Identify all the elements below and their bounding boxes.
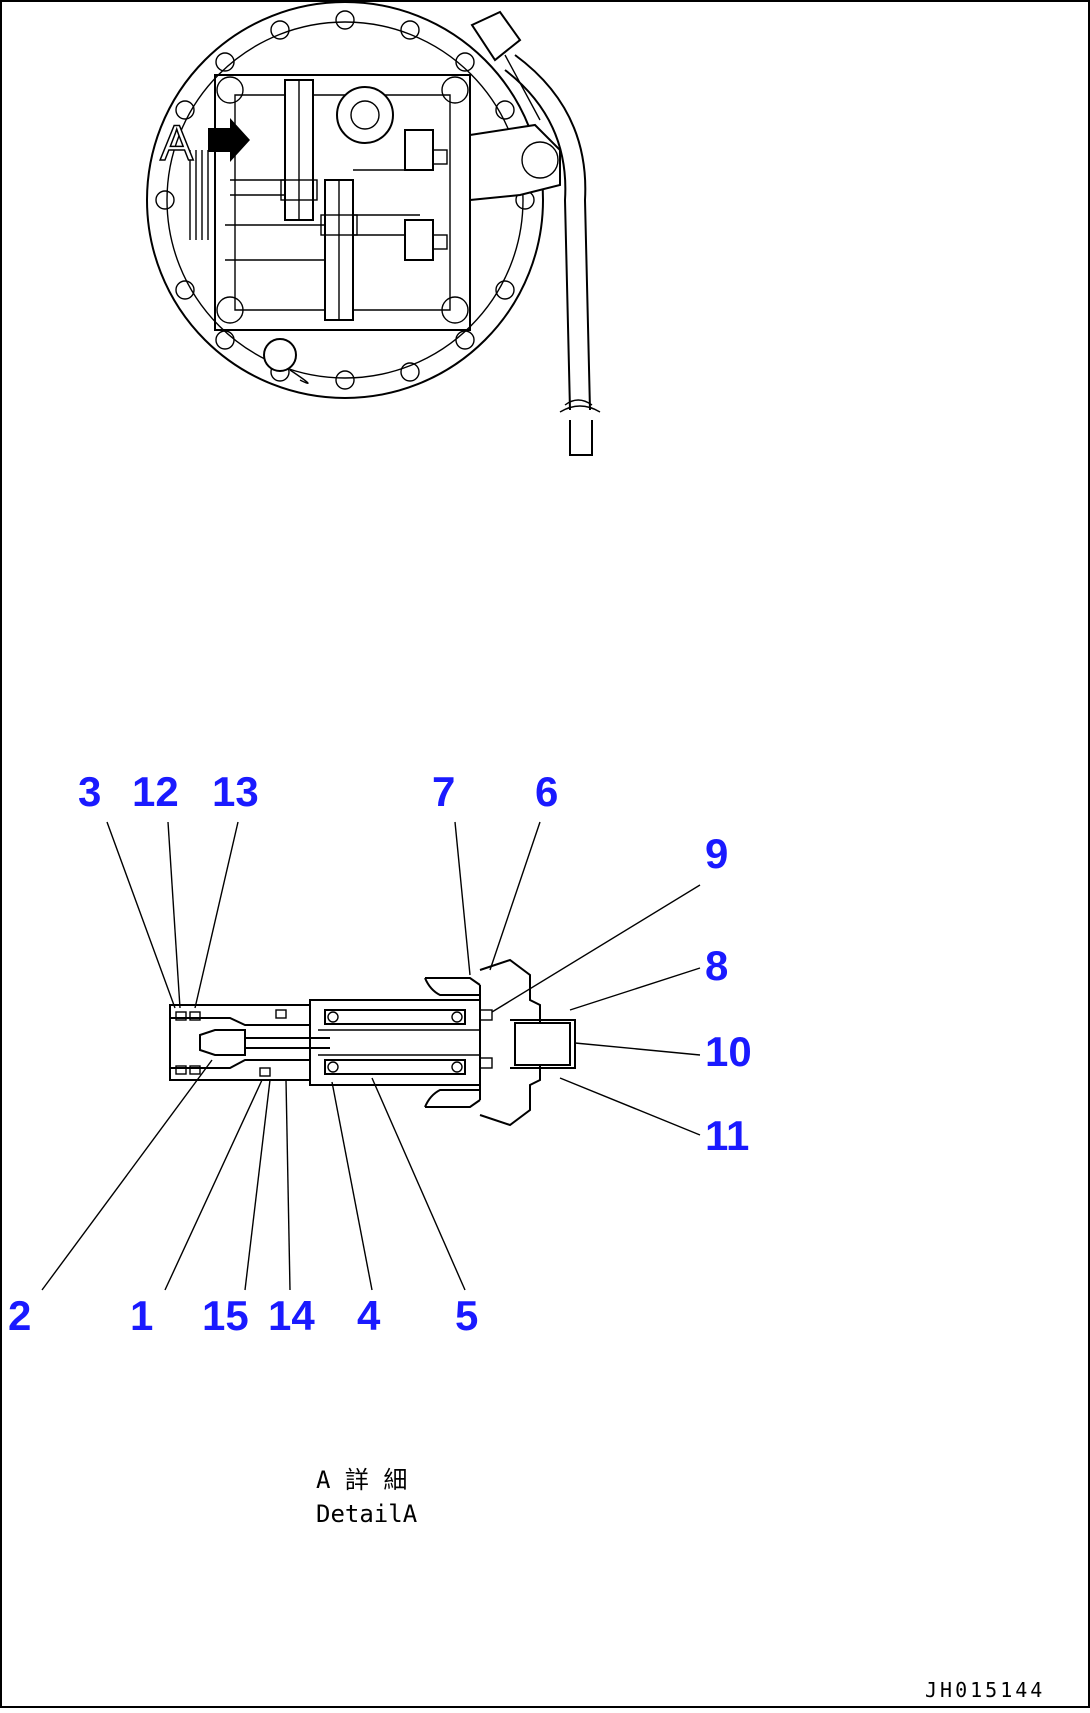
- callout-11: 11: [705, 1112, 749, 1159]
- piston-lower: [324, 1059, 466, 1075]
- callout-10: 10: [705, 1028, 752, 1075]
- valve-block: [214, 74, 471, 331]
- detail-caption-en: DetailA: [316, 1500, 418, 1528]
- drawing-code: JH015144: [925, 1678, 1045, 1702]
- callout-13: 13: [212, 768, 259, 815]
- detail-a-section: [169, 958, 576, 1127]
- callout-12: 12: [132, 768, 179, 815]
- callout-7: 7: [432, 768, 455, 815]
- hose-bracket: [469, 123, 561, 202]
- callout-15: 15: [202, 1292, 249, 1339]
- perimeter-bolts: [155, 10, 535, 390]
- callout-8: 8: [705, 942, 728, 989]
- callout-6: 6: [535, 768, 558, 815]
- center-boss: [336, 86, 394, 144]
- piston-upper: [324, 1009, 466, 1025]
- leader-lines: [41, 821, 701, 1291]
- spool: [199, 1029, 246, 1056]
- elbow-fitting: [470, 10, 522, 62]
- callout-5: 5: [455, 1292, 478, 1339]
- motor-housing-view: A: [146, 1, 601, 456]
- callouts: 3 12 13 7 6 9 8 10 11 2 1 15 14 4 5: [8, 768, 752, 1339]
- housing-outer-ring: [146, 1, 544, 399]
- view-letter: A: [160, 115, 194, 171]
- callout-14: 14: [268, 1292, 315, 1339]
- detail-caption-jp: A 詳 細: [316, 1466, 407, 1494]
- callout-4: 4: [357, 1292, 381, 1339]
- callout-2: 2: [8, 1292, 31, 1339]
- hose-outer: [514, 54, 591, 411]
- end-cap: [514, 1022, 571, 1066]
- callout-9: 9: [705, 830, 728, 877]
- housing-inner-ring: [166, 21, 524, 379]
- callout-1: 1: [130, 1292, 153, 1339]
- view-arrow-icon: [208, 118, 250, 162]
- callout-3: 3: [78, 768, 101, 815]
